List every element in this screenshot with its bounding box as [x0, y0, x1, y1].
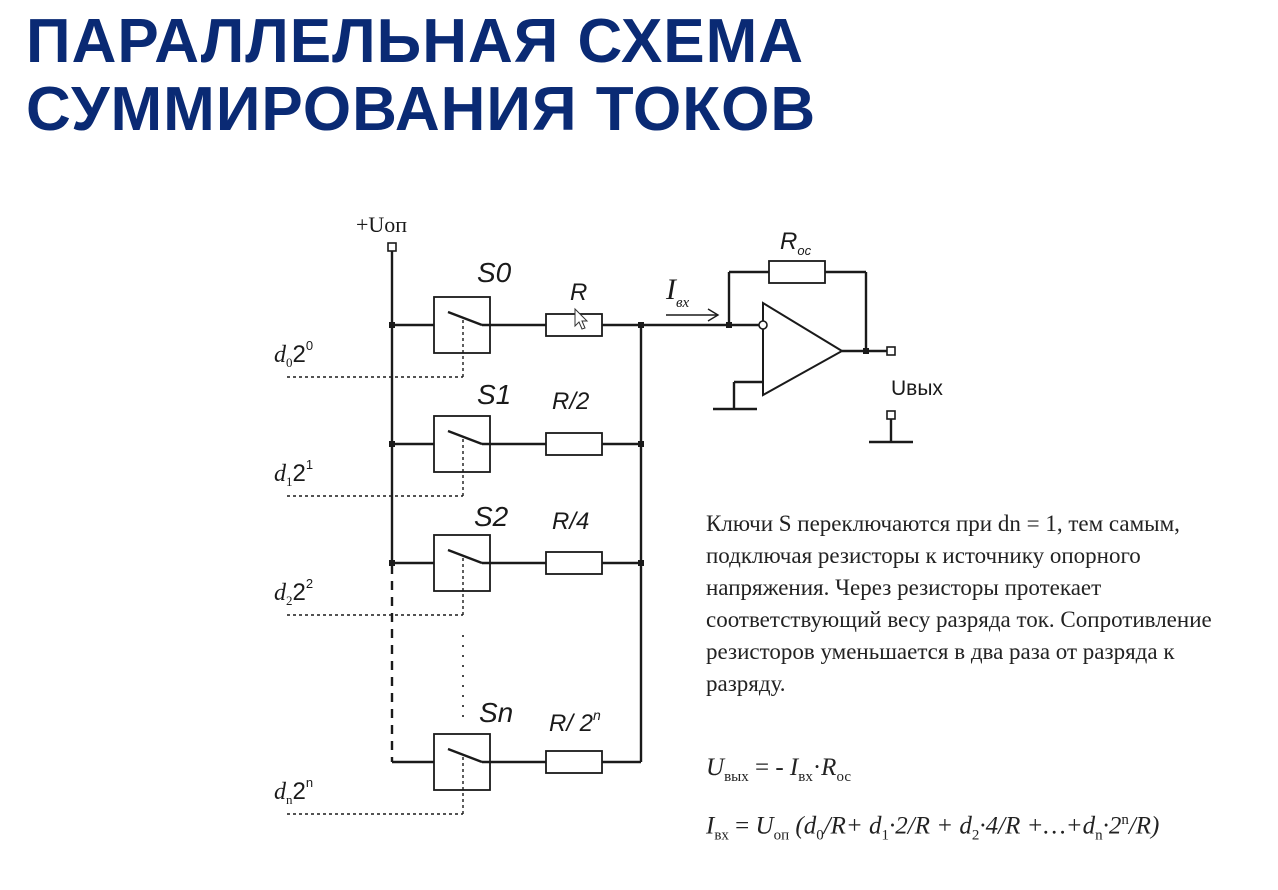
bit-label-0: d020 — [274, 338, 313, 370]
feedback-resistor-label: Rос — [780, 228, 812, 258]
stage-n — [287, 733, 641, 815]
stage-2 — [287, 534, 641, 616]
switch-label-s1: S1 — [477, 379, 511, 410]
stage-1 — [287, 415, 641, 497]
stage-0 — [287, 296, 641, 378]
resistor-label-r2: R/2 — [552, 388, 589, 415]
formula-output-voltage: Uвых = - Iвх·Rос — [706, 754, 851, 785]
output-terminal — [886, 346, 896, 356]
input-current-label: Iвх — [665, 273, 690, 311]
bit-label-n: dn2n — [274, 775, 313, 807]
description-text: Ключи S переключаются при dn = 1, тем са… — [706, 511, 1212, 696]
feedback-resistor — [768, 260, 826, 284]
current-arrow-head — [707, 308, 720, 322]
formula-input-current: Iвх = Uоп (d0/R+ d1·2/R + d2·4/R +…+dn·2… — [706, 812, 1160, 844]
supply-terminal — [387, 242, 397, 252]
title-line-1: ПАРАЛЛЕЛЬНАЯ СХЕМА — [26, 7, 805, 76]
switch-label-sn: Sn — [479, 697, 513, 728]
resistor-r4 — [545, 551, 603, 575]
bit-label-2: d222 — [274, 576, 313, 608]
resistor-label-r4: R/4 — [552, 508, 589, 535]
resistor-r2 — [545, 432, 603, 456]
switch-label-s2: S2 — [474, 501, 509, 532]
ground-terminal — [886, 410, 896, 420]
resistor-r — [545, 313, 603, 337]
resistor-label-r: R — [570, 279, 587, 306]
inverting-input — [758, 320, 768, 330]
resistor-label-r2n: R/ 2n — [549, 707, 601, 737]
op-amp — [762, 301, 844, 397]
cursor-icon — [574, 307, 589, 330]
junctions — [389, 322, 869, 566]
output-label: Uвых — [891, 377, 943, 400]
switch-label-s0: S0 — [477, 257, 512, 288]
resistor-r2n — [545, 750, 603, 774]
title-line-2: СУММИРОВАНИЯ ТОКОВ — [26, 75, 817, 144]
page-title: ПАРАЛЛЕЛЬНАЯ СХЕМА СУММИРОВАНИЯ ТОКОВ — [26, 8, 816, 144]
bit-label-1: d121 — [274, 457, 313, 489]
supply-label: +Uоп — [356, 212, 407, 237]
